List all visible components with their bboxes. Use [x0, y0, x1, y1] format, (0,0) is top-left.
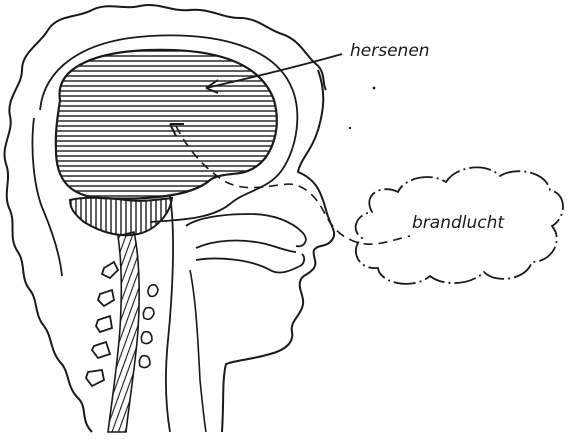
brain-label: hersenen [350, 41, 430, 61]
throat-lower [190, 270, 206, 432]
speck [349, 127, 351, 129]
pharynx-back [166, 196, 173, 432]
vertebrae-front [139, 285, 158, 368]
smell-label: brandlucht [412, 213, 505, 233]
cerebellum [70, 198, 172, 236]
speck [373, 87, 376, 90]
tongue [196, 254, 304, 273]
brain [56, 50, 277, 199]
palate [196, 241, 296, 252]
vertebrae [86, 262, 118, 386]
